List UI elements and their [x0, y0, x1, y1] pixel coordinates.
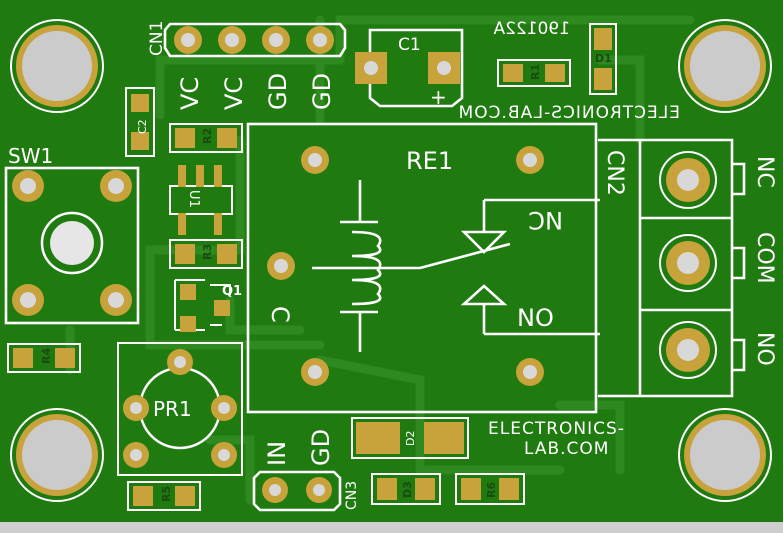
cn3-pin1-label: IN — [263, 441, 291, 466]
sw1-label: SW1 — [8, 144, 53, 168]
c2-capacitor: C2 — [125, 87, 155, 157]
r2-label: R2 — [201, 128, 214, 144]
relay-coil-symbol — [312, 180, 420, 352]
r1-label: R1 — [529, 64, 542, 80]
brand-top-mirrored: ELECTRONICS-LAB.COM — [458, 103, 680, 123]
r3-label: R3 — [201, 244, 214, 260]
r6-resistor: R6 — [455, 473, 525, 505]
d2-diode: D2 — [351, 417, 469, 459]
c1-label: C1 — [398, 35, 421, 55]
r3-resistor: R3 — [169, 239, 243, 269]
sw1-switch: SW1 — [4, 144, 140, 325]
c2-label: C2 — [136, 119, 149, 134]
cn2-nc-label: NC — [752, 156, 777, 188]
cn1-header: CN1 VC VC GD GD — [147, 21, 347, 110]
re1-relay: RE1 NC NO C — [246, 122, 600, 414]
cn1-pads — [174, 26, 334, 54]
mount-hole-bottom-left — [10, 408, 104, 502]
r5-resistor: R5 — [127, 481, 201, 511]
u1-label: U1 — [186, 190, 201, 208]
d3-diode: D3 — [371, 473, 441, 505]
cn1-pin4-label: GD — [308, 73, 336, 110]
d1-label: D1 — [595, 52, 612, 65]
cn2-com-label: COM — [752, 232, 777, 284]
r1-resistor: R1 — [497, 59, 571, 87]
u1-chip: U1 — [169, 165, 233, 235]
d2-label: D2 — [404, 431, 417, 446]
c1-capacitor: C1 + — [355, 28, 464, 109]
cn1-label: CN1 — [147, 21, 167, 56]
relay-switch-symbol — [419, 198, 600, 336]
cn3-label: CN3 — [344, 481, 360, 510]
cn2-label: CN2 — [602, 150, 627, 196]
cn1-pin3-label: GD — [264, 73, 292, 110]
brand-bottom-line1: ELECTRONICS- — [488, 419, 625, 439]
cn1-pin1-label: VC — [176, 77, 204, 110]
q1-label: Q1 — [222, 284, 242, 299]
re1-label: RE1 — [406, 147, 453, 175]
r4-resistor: R4 — [7, 343, 81, 373]
r5-label: R5 — [160, 486, 173, 502]
cn3-pin2-label: GD — [307, 429, 335, 466]
cn2-no-label: NO — [752, 332, 777, 366]
relay-nc-label: NC — [528, 206, 563, 234]
brand-bottom-line2: LAB.COM — [524, 439, 609, 459]
r6-label: R6 — [485, 482, 498, 498]
d3-label: D3 — [401, 481, 414, 498]
mount-hole-top-right — [678, 19, 772, 113]
c1-plus-mark: + — [430, 85, 447, 109]
relay-coil-label: C — [266, 306, 294, 323]
mount-hole-top-left — [10, 19, 104, 113]
cn2-terminal: CN2 NC COM NO — [598, 138, 777, 398]
relay-no-label: NO — [517, 304, 554, 332]
mount-hole-bottom-right — [678, 408, 772, 502]
pr1-potentiometer: PR1 — [117, 342, 243, 476]
cn3-header: IN GD CN3 — [252, 429, 360, 512]
r4-label: R4 — [40, 348, 53, 364]
pr1-label: PR1 — [153, 397, 192, 421]
board-version: 190122A — [493, 19, 570, 39]
q1-transistor: Q1 — [174, 279, 242, 332]
board-edge — [0, 522, 783, 533]
mounting-holes — [10, 19, 772, 502]
cn1-pin2-label: VC — [220, 77, 248, 110]
r2-resistor: R2 — [169, 123, 243, 153]
d1-diode: D1 — [589, 23, 617, 95]
